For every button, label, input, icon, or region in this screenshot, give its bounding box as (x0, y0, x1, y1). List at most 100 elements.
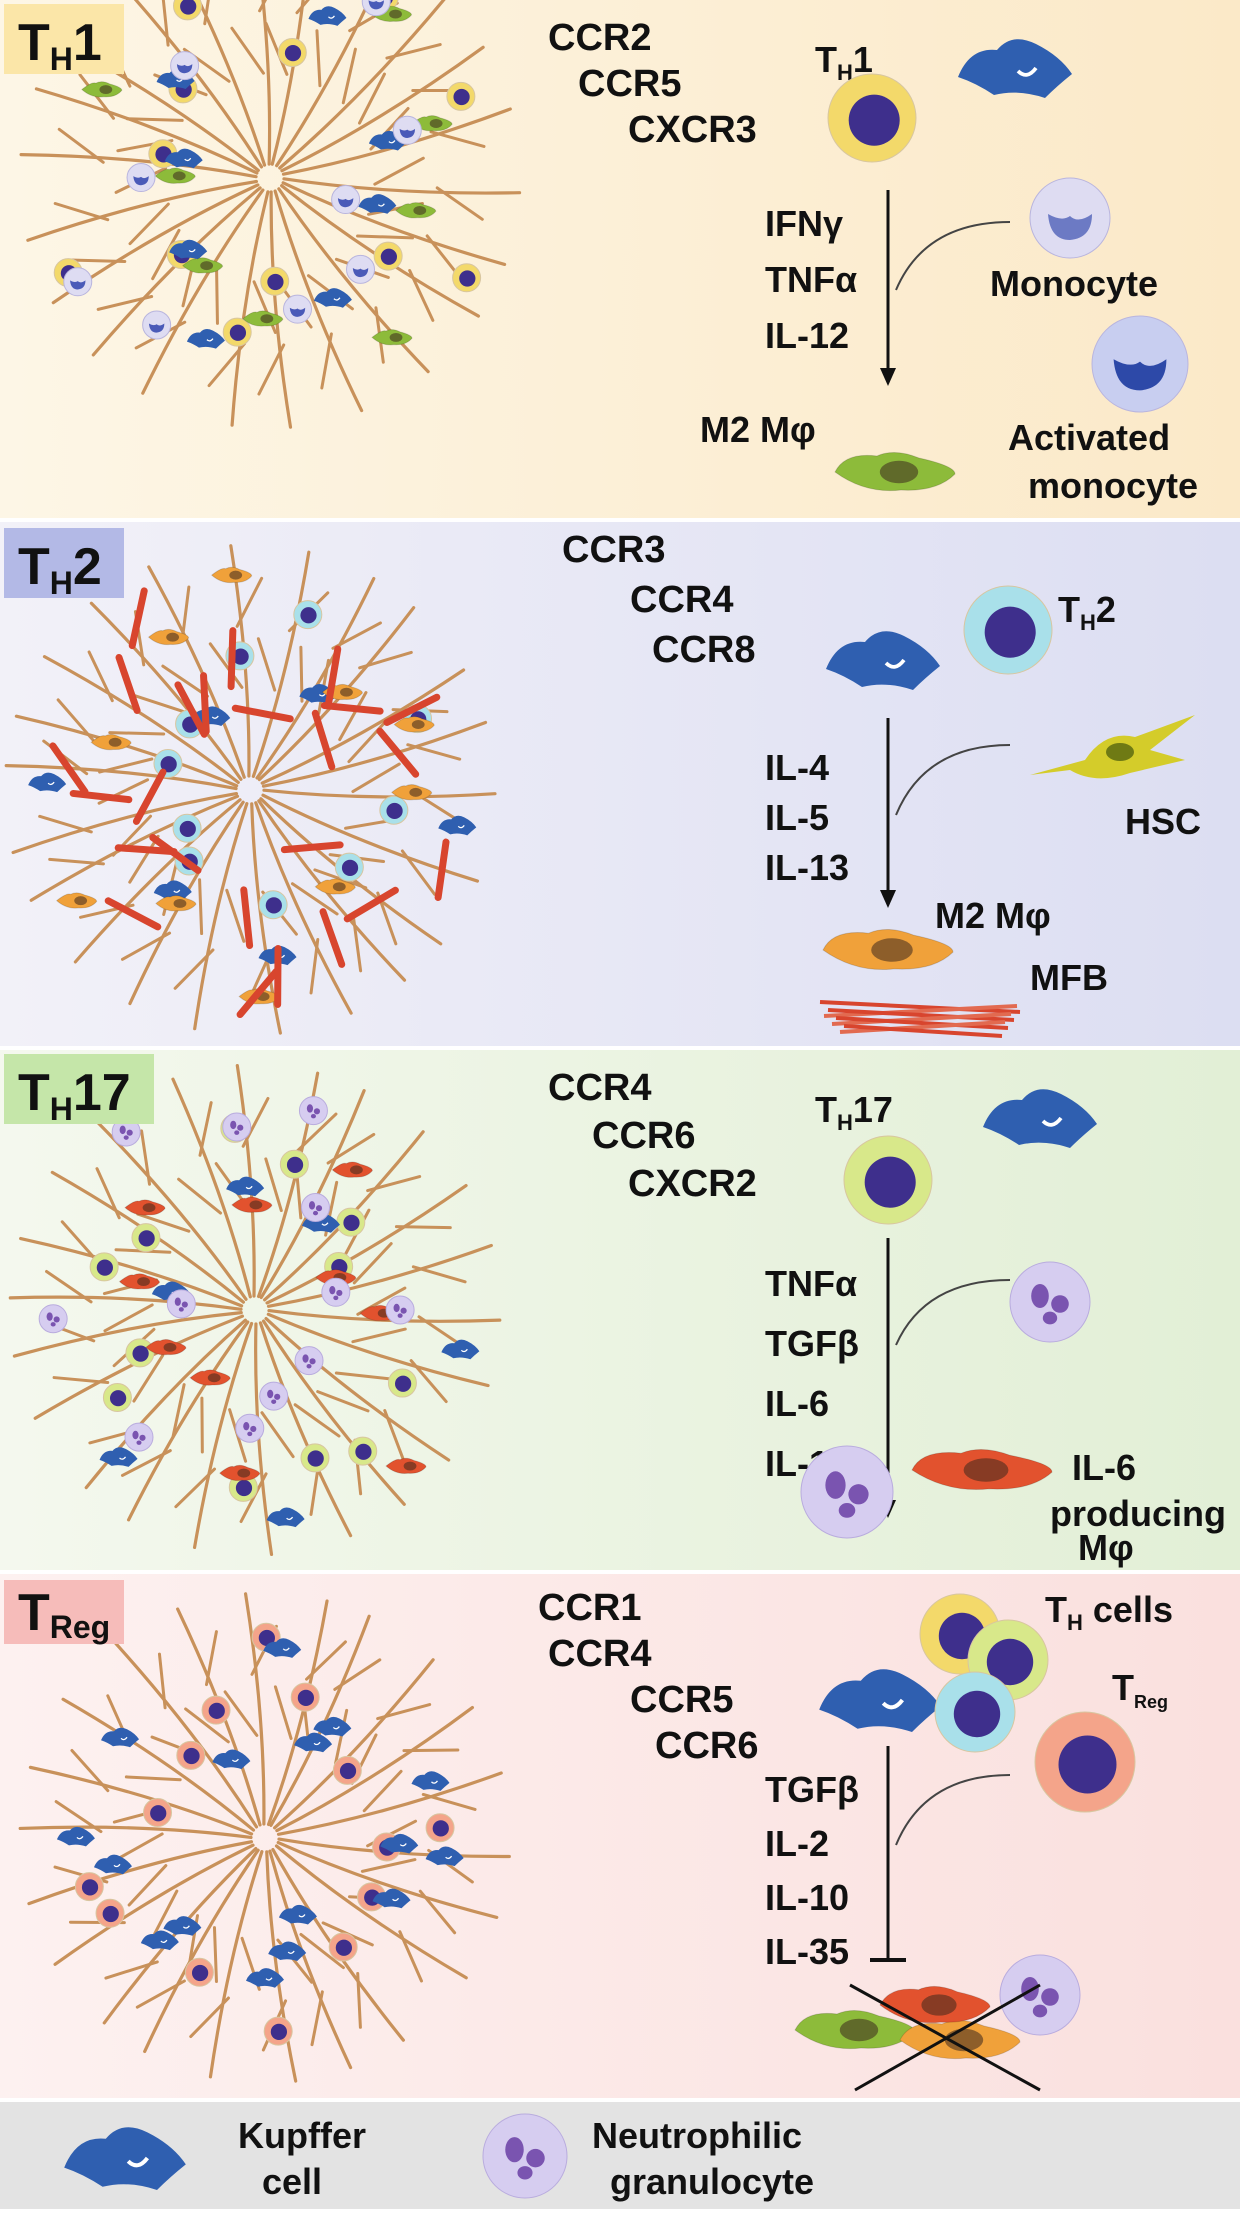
il6-label-2: producing (1050, 1493, 1226, 1534)
treg-cell-small (96, 1899, 124, 1927)
sinusoid-twig (110, 733, 164, 734)
macrophage-nucleus (964, 1458, 1009, 1482)
macrophage-nucleus (74, 896, 87, 905)
macrophage-nucleus (164, 1343, 177, 1352)
neutrophil-body (39, 1305, 67, 1333)
neutrophil-body (299, 1097, 327, 1125)
neutrophil-body (801, 1446, 893, 1538)
cell-nucleus (298, 1690, 314, 1706)
neutrophil-body (483, 2114, 567, 2198)
macrophage-nucleus (404, 1462, 417, 1471)
neutrophil-lobe (329, 1286, 335, 1294)
neutrophil-lobe (309, 1358, 315, 1364)
neutrophil-lobe (47, 1312, 53, 1320)
macrophage-nucleus (430, 119, 443, 128)
monocyte-label: Monocyte (990, 263, 1158, 304)
activated-monocyte-icon (1092, 316, 1188, 412)
neutrophil-small (236, 1414, 264, 1442)
cell-nucleus (150, 1805, 166, 1821)
neutrophil-lobe (307, 1364, 312, 1368)
th17-cell-small (349, 1437, 377, 1465)
th2-cytokine-2: IL-5 (765, 797, 829, 838)
cell-nucleus (849, 95, 900, 146)
th17-chemokine-1: CCR4 (548, 1067, 651, 1109)
neutrophil-lobe (505, 2137, 523, 2162)
neutrophil-lobe (394, 1304, 400, 1312)
neutrophil-lobe (139, 1435, 145, 1441)
neutrophil-body (260, 1382, 288, 1410)
neutrophil-lobe (182, 1301, 188, 1307)
neutrophil-lobe (274, 1394, 280, 1400)
cell-nucleus (865, 1157, 916, 1208)
neutrophil-lobe (825, 1471, 845, 1499)
neutrophil-lobe (136, 1440, 141, 1444)
cell-nucleus (355, 1444, 371, 1460)
th2-cell-small (259, 891, 287, 919)
macrophage-nucleus (390, 333, 403, 342)
neutrophil-lobe (267, 1390, 273, 1398)
th2-chemokine-3: CCR8 (652, 629, 755, 671)
neutrophil-body (322, 1278, 350, 1306)
neutrophil-lobe (314, 1108, 320, 1114)
neutrophil-body (125, 1423, 153, 1451)
legend-neutrophil-label-1: Neutrophilic (592, 2115, 802, 2156)
monocyte-small (283, 295, 311, 323)
neutrophil-lobe (401, 1308, 407, 1314)
th17-cytokine-1: TNFα (765, 1263, 857, 1304)
treg-cell-small (202, 1696, 230, 1724)
neutrophil-lobe (316, 1205, 322, 1211)
neutrophil-lobe (398, 1313, 403, 1317)
cell-nucleus (954, 1691, 1000, 1737)
il6-label-3: Mφ (1078, 1527, 1134, 1568)
macrophage-nucleus (840, 2019, 878, 2041)
th1-chemokine-3: CXCR3 (628, 109, 757, 151)
neutrophil-small (167, 1290, 195, 1318)
neutrophil-small (223, 1113, 251, 1141)
th2-m2-macrophage-label: M2 Mφ (935, 895, 1051, 936)
cell-nucleus (395, 1376, 411, 1392)
neutrophil-lobe (237, 1125, 243, 1131)
cell-nucleus (343, 1215, 359, 1231)
th17-cell-small (103, 1383, 131, 1411)
th2-t-cell-icon (964, 586, 1052, 674)
neutrophil-small (302, 1193, 330, 1221)
neutrophil-body (223, 1113, 251, 1141)
th-cells-label: TH cells (1045, 1589, 1173, 1635)
il6-label-1: IL-6 (1072, 1447, 1136, 1488)
macrophage-nucleus (208, 1373, 221, 1382)
treg-cytokine-1: TGFβ (765, 1769, 859, 1810)
neutrophil-lobe (336, 1290, 342, 1296)
cell-nucleus (192, 1965, 208, 1981)
neutrophil-lobe (1051, 1295, 1069, 1313)
macrophage-nucleus (880, 461, 918, 483)
monocyte-small (332, 186, 360, 214)
th2-cytokine-3: IL-13 (765, 847, 849, 888)
treg-cytokine-3: IL-10 (765, 1877, 849, 1918)
sinusoid-twig (70, 260, 125, 262)
th1-cell-small (261, 267, 289, 295)
sinusoid-twig (214, 1928, 216, 1982)
monocyte-icon (1030, 178, 1110, 258)
th2-cell-small (154, 750, 182, 778)
treg-cytokine-2: IL-2 (765, 1823, 829, 1864)
th1-chemokine-2: CCR5 (578, 63, 681, 105)
neutrophil-small (39, 1305, 67, 1333)
neutrophil-lobe (175, 1298, 181, 1306)
monocyte-small (393, 116, 421, 144)
fibroblast-fiber (231, 631, 233, 687)
cell-nucleus (97, 1259, 113, 1275)
neutrophil-lobe (179, 1307, 184, 1311)
legend-kupffer-label-2: cell (262, 2161, 322, 2202)
neutrophil-lobe (51, 1322, 56, 1326)
neutrophil-lobe (1033, 2005, 1047, 2018)
macrophage-nucleus (350, 1165, 363, 1174)
sinusoid-twig (127, 119, 182, 121)
macrophage-nucleus (174, 899, 187, 908)
monocyte-small (171, 52, 199, 80)
cell-nucleus (180, 821, 196, 837)
cell-nucleus (433, 1820, 449, 1836)
cell-nucleus (236, 1480, 252, 1496)
th1-cell-small (374, 242, 402, 270)
cell-nucleus (381, 249, 397, 265)
legend-neutrophil-label-2: granulocyte (610, 2161, 814, 2202)
